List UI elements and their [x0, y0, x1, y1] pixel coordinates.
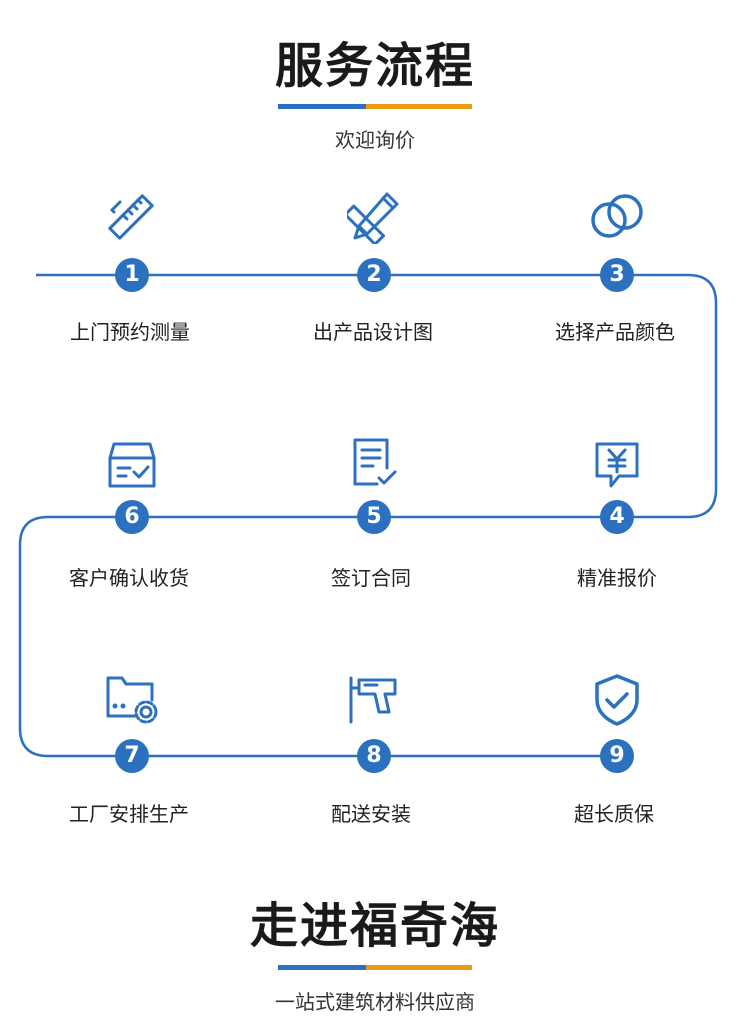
- step-7-number: 7: [115, 739, 149, 773]
- ruler-icon: [108, 194, 154, 240]
- page-title: 服务流程: [274, 38, 475, 94]
- underline-orange: [366, 965, 472, 970]
- underline-blue: [278, 104, 366, 109]
- step-1-number: 1: [115, 258, 149, 292]
- overlap-circles-icon: [591, 194, 643, 238]
- step-6-label: 客户确认收货: [69, 566, 189, 590]
- step-6-number: 6: [115, 500, 149, 534]
- factory-folder-gear-icon: [106, 676, 158, 724]
- step-7-label: 工厂安排生产: [69, 802, 189, 826]
- step-8-number: 8: [357, 739, 391, 773]
- underline-blue: [278, 965, 366, 970]
- step-3-label: 选择产品颜色: [555, 320, 675, 344]
- yuan-message-icon: [595, 442, 639, 488]
- step-2-number: 2: [357, 258, 391, 292]
- title-underline: [278, 104, 472, 109]
- step-9-label: 超长质保: [574, 802, 654, 826]
- step-4-label: 精准报价: [577, 566, 657, 590]
- box-check-icon: [108, 442, 156, 488]
- page-subtitle: 欢迎询价: [335, 128, 415, 152]
- step-2-label: 出产品设计图: [313, 320, 433, 344]
- step-8-label: 配送安装: [331, 802, 411, 826]
- step-5-number: 5: [357, 500, 391, 534]
- step-5-label: 签订合同: [331, 566, 411, 590]
- section-title: 走进福奇海: [249, 898, 500, 954]
- pencil-ruler-icon: [347, 192, 399, 244]
- step-1-label: 上门预约测量: [70, 320, 190, 344]
- drill-icon: [349, 676, 397, 724]
- section-subtitle: 一站式建筑材料供应商: [275, 990, 475, 1014]
- document-check-icon: [353, 438, 397, 486]
- step-3-number: 3: [600, 258, 634, 292]
- section-underline: [278, 965, 472, 970]
- underline-orange: [366, 104, 472, 109]
- step-9-number: 9: [600, 739, 634, 773]
- shield-check-icon: [595, 674, 639, 726]
- step-4-number: 4: [600, 500, 634, 534]
